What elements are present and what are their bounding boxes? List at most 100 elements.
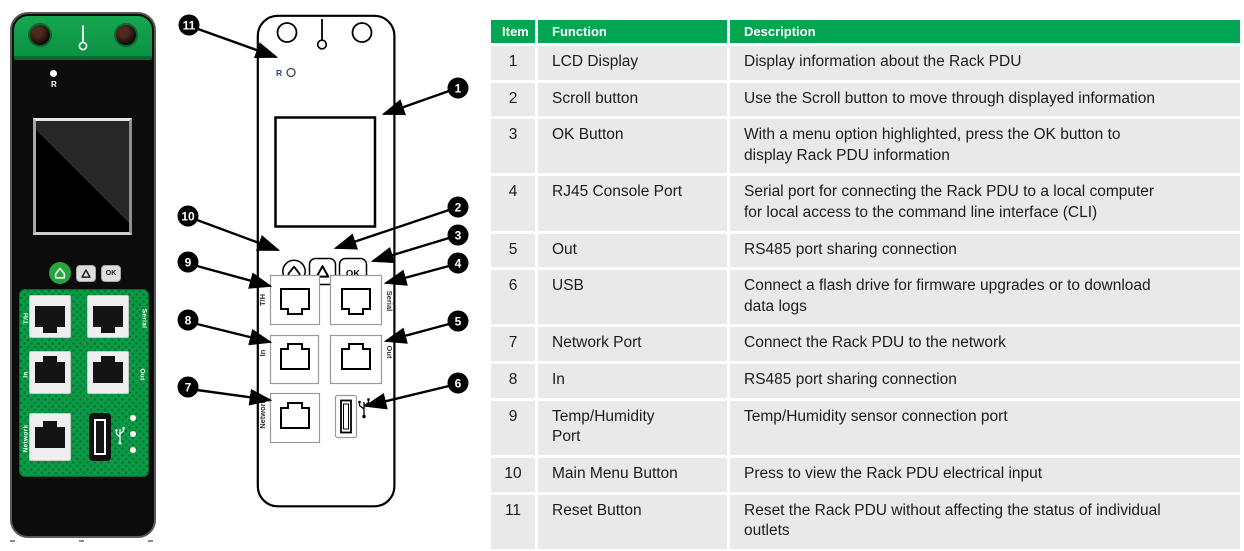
reset-led <box>50 70 57 77</box>
port-panel: T/H Serial In Out Network <box>19 289 149 477</box>
button-row: OK <box>10 262 156 286</box>
callout-6: 6 <box>455 377 462 391</box>
cell-item: 11 <box>491 494 535 549</box>
callout-3: 3 <box>455 229 462 243</box>
cell-item: 10 <box>491 457 535 492</box>
figure-baseline <box>10 540 156 542</box>
network-port <box>29 413 71 461</box>
lcd-display <box>33 118 132 235</box>
device-diagram: R OK <box>177 14 469 508</box>
cell-item: 5 <box>491 233 535 268</box>
cell-description: Serial port for connecting the Rack PDU … <box>730 176 1240 231</box>
in-port <box>29 351 71 394</box>
callout-4: 4 <box>455 257 462 271</box>
cell-function: Reset Button <box>538 494 727 549</box>
spec-table: Item Function Description 1 LCD Display … <box>491 20 1240 549</box>
status-led <box>130 415 136 421</box>
port-label-serial: Serial <box>385 291 394 311</box>
callout-9: 9 <box>185 256 192 270</box>
th-port <box>29 295 71 338</box>
rj45-jack <box>35 356 65 383</box>
usb-icon <box>115 427 125 445</box>
reset-label: R <box>276 68 282 78</box>
rj45-jack <box>35 420 65 448</box>
cell-item: 9 <box>491 400 535 455</box>
usb-port <box>334 394 358 439</box>
ok-button-label: OK <box>346 269 360 280</box>
reset-hole <box>286 67 296 78</box>
cell-item: 8 <box>491 364 535 398</box>
cell-function: Temp/Humidity Port <box>538 400 727 455</box>
lcd-display <box>274 116 377 228</box>
cell-description: Display information about the Rack PDU <box>730 46 1240 80</box>
thermometer-icon <box>316 19 328 50</box>
scroll-triangle-icon <box>315 265 330 278</box>
screw-left <box>30 25 50 45</box>
rj45-jack <box>93 306 123 333</box>
screw-right <box>116 25 136 45</box>
reset-label: R <box>51 80 57 89</box>
cell-description: With a menu option highlighted, press th… <box>730 119 1240 174</box>
thermometer-icon <box>78 25 88 51</box>
cell-description: Connect the Rack PDU to the network <box>730 327 1240 362</box>
callout-5: 5 <box>455 315 462 329</box>
cell-function: Out <box>538 233 727 268</box>
cell-item: 2 <box>491 82 535 117</box>
port-label-network: Network <box>258 398 267 428</box>
serial-port <box>87 295 129 338</box>
cell-description: RS485 port sharing connection <box>730 233 1240 268</box>
cell-description: Press to view the Rack PDU electrical in… <box>730 457 1240 492</box>
cell-item: 1 <box>491 46 535 80</box>
top-green-band <box>14 16 152 60</box>
cell-function: USB <box>538 270 727 325</box>
rj45-jack <box>35 306 65 333</box>
callout-bubbles: 11 1 10 2 3 9 4 8 5 7 6 <box>177 14 469 398</box>
usb-port <box>89 413 111 461</box>
scroll-triangle-icon <box>81 268 91 278</box>
port-label-out: Out <box>138 368 146 381</box>
port-label-out: Out <box>385 346 394 359</box>
port-label-serial: Serial <box>140 308 148 329</box>
cell-function: LCD Display <box>538 46 727 80</box>
column-header-item: Item <box>491 20 535 43</box>
cell-item: 7 <box>491 327 535 362</box>
rj45-jack <box>93 356 123 383</box>
status-led <box>130 431 136 437</box>
callout-8: 8 <box>185 314 192 328</box>
callout-2: 2 <box>455 201 462 215</box>
cell-function: Network Port <box>538 327 727 362</box>
scroll-button <box>76 265 96 282</box>
cell-function: RJ45 Console Port <box>538 176 727 231</box>
column-header-description: Description <box>730 20 1240 43</box>
usb-slot <box>94 419 106 455</box>
cell-description: Connect a flash drive for firmware upgra… <box>730 270 1240 325</box>
cell-item: 3 <box>491 119 535 174</box>
callout-11: 11 <box>183 19 196 33</box>
port-label-in: In <box>258 349 267 356</box>
screw-left <box>276 22 298 43</box>
callout-10: 10 <box>181 210 195 224</box>
cell-item: 6 <box>491 270 535 325</box>
cell-function: Scroll button <box>538 82 727 117</box>
rj45-jacks <box>280 288 371 429</box>
cell-description: Use the Scroll button to move through di… <box>730 82 1240 117</box>
callout-7: 7 <box>185 381 192 395</box>
cell-function: Main Menu Button <box>538 457 727 492</box>
screw-right <box>351 22 373 43</box>
cell-item: 4 <box>491 176 535 231</box>
cell-function: In <box>538 364 727 398</box>
device-photo: R OK T/H Serial In Ou <box>10 12 156 538</box>
out-port <box>87 351 129 394</box>
cell-description: RS485 port sharing connection <box>730 364 1240 398</box>
ok-button: OK <box>101 265 121 282</box>
cell-function: OK Button <box>538 119 727 174</box>
cell-description: Temp/Humidity sensor connection port <box>730 400 1240 455</box>
cell-description: Reset the Rack PDU without affecting the… <box>730 494 1240 549</box>
column-header-function: Function <box>538 20 727 43</box>
callout-arrows <box>196 27 450 410</box>
status-led <box>130 447 136 453</box>
home-icon <box>54 267 66 279</box>
port-label-th: T/H <box>258 294 267 306</box>
main-menu-button <box>49 262 71 284</box>
